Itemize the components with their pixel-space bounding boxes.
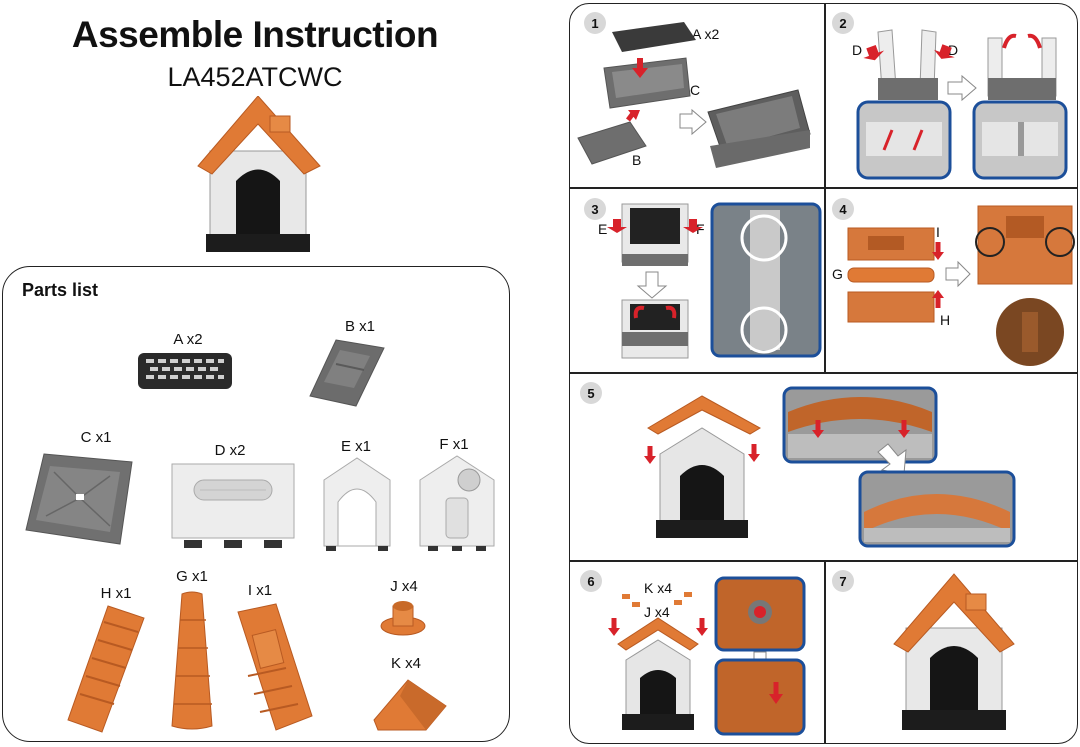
step-divider	[824, 561, 826, 743]
part-label-a: A x2	[173, 331, 203, 348]
part-label-d: D x2	[214, 442, 246, 459]
steps-panel	[569, 3, 1078, 744]
step3-label-e: E	[598, 221, 608, 237]
part-f-back-wall	[419, 455, 495, 551]
step1-label-b: B	[632, 152, 642, 168]
step-number-7: 7	[832, 570, 854, 592]
part-label-b: B x1	[344, 318, 375, 335]
part-label-g: G x1	[176, 568, 208, 585]
part-label-i: I x1	[247, 582, 273, 599]
part-label-k: K x4	[390, 655, 421, 672]
step-number-4: 4	[832, 198, 854, 220]
step4-label-g: G	[832, 266, 843, 282]
part-k-wedge	[373, 679, 447, 731]
part-label-j: J x4	[390, 578, 418, 595]
step1-label-a: A x2	[692, 26, 720, 42]
part-d-side-wall	[171, 463, 295, 548]
part-g-roof-ridge	[171, 591, 213, 730]
step3-illustration	[607, 202, 822, 359]
step-divider	[570, 187, 1077, 189]
step2-label-d-right: D	[948, 42, 959, 58]
part-label-e: E x1	[340, 438, 371, 455]
part-b-tray	[309, 339, 385, 407]
step4-illustration	[847, 205, 1075, 366]
part-c-base	[25, 453, 133, 545]
part-i-roof-panel	[237, 603, 313, 731]
step-number-6: 6	[580, 570, 602, 592]
parts-list-panel	[2, 266, 510, 742]
step4-label-i: I	[936, 224, 940, 240]
step1-label-c: C	[690, 82, 701, 98]
part-h-roof-panel	[67, 605, 145, 733]
step1-illustration	[577, 22, 811, 168]
part-label-f: F x1	[439, 436, 469, 453]
part-label-c: C x1	[80, 429, 112, 446]
step2-label-d-left: D	[852, 42, 863, 58]
step4-label-h: H	[940, 312, 951, 328]
step7-finished-doghouse	[893, 573, 1015, 730]
doghouse-illustration	[197, 96, 321, 252]
step5-illustration	[644, 386, 1016, 548]
parts-list-title: Parts list	[22, 280, 99, 300]
step-divider	[570, 372, 1077, 374]
step6-label-j: J x4	[644, 604, 670, 620]
step-divider	[824, 4, 826, 372]
part-j-connector	[380, 601, 426, 636]
model-number: LA452ATCWC	[167, 62, 343, 92]
step6-illustration	[608, 576, 806, 736]
step-number-3: 3	[584, 198, 606, 220]
step-divider	[570, 560, 1077, 562]
part-label-h: H x1	[100, 585, 132, 602]
part-e-front-wall	[323, 457, 391, 551]
step-number-2: 2	[832, 12, 854, 34]
step-number-1: 1	[584, 12, 606, 34]
step-number-5: 5	[580, 382, 602, 404]
page-title: Assemble Instruction	[71, 14, 439, 55]
step3-label-f: F	[696, 221, 705, 237]
part-a-floor-grid	[138, 353, 232, 389]
step6-label-k: K x4	[644, 580, 673, 596]
step2-illustration	[856, 29, 1068, 180]
